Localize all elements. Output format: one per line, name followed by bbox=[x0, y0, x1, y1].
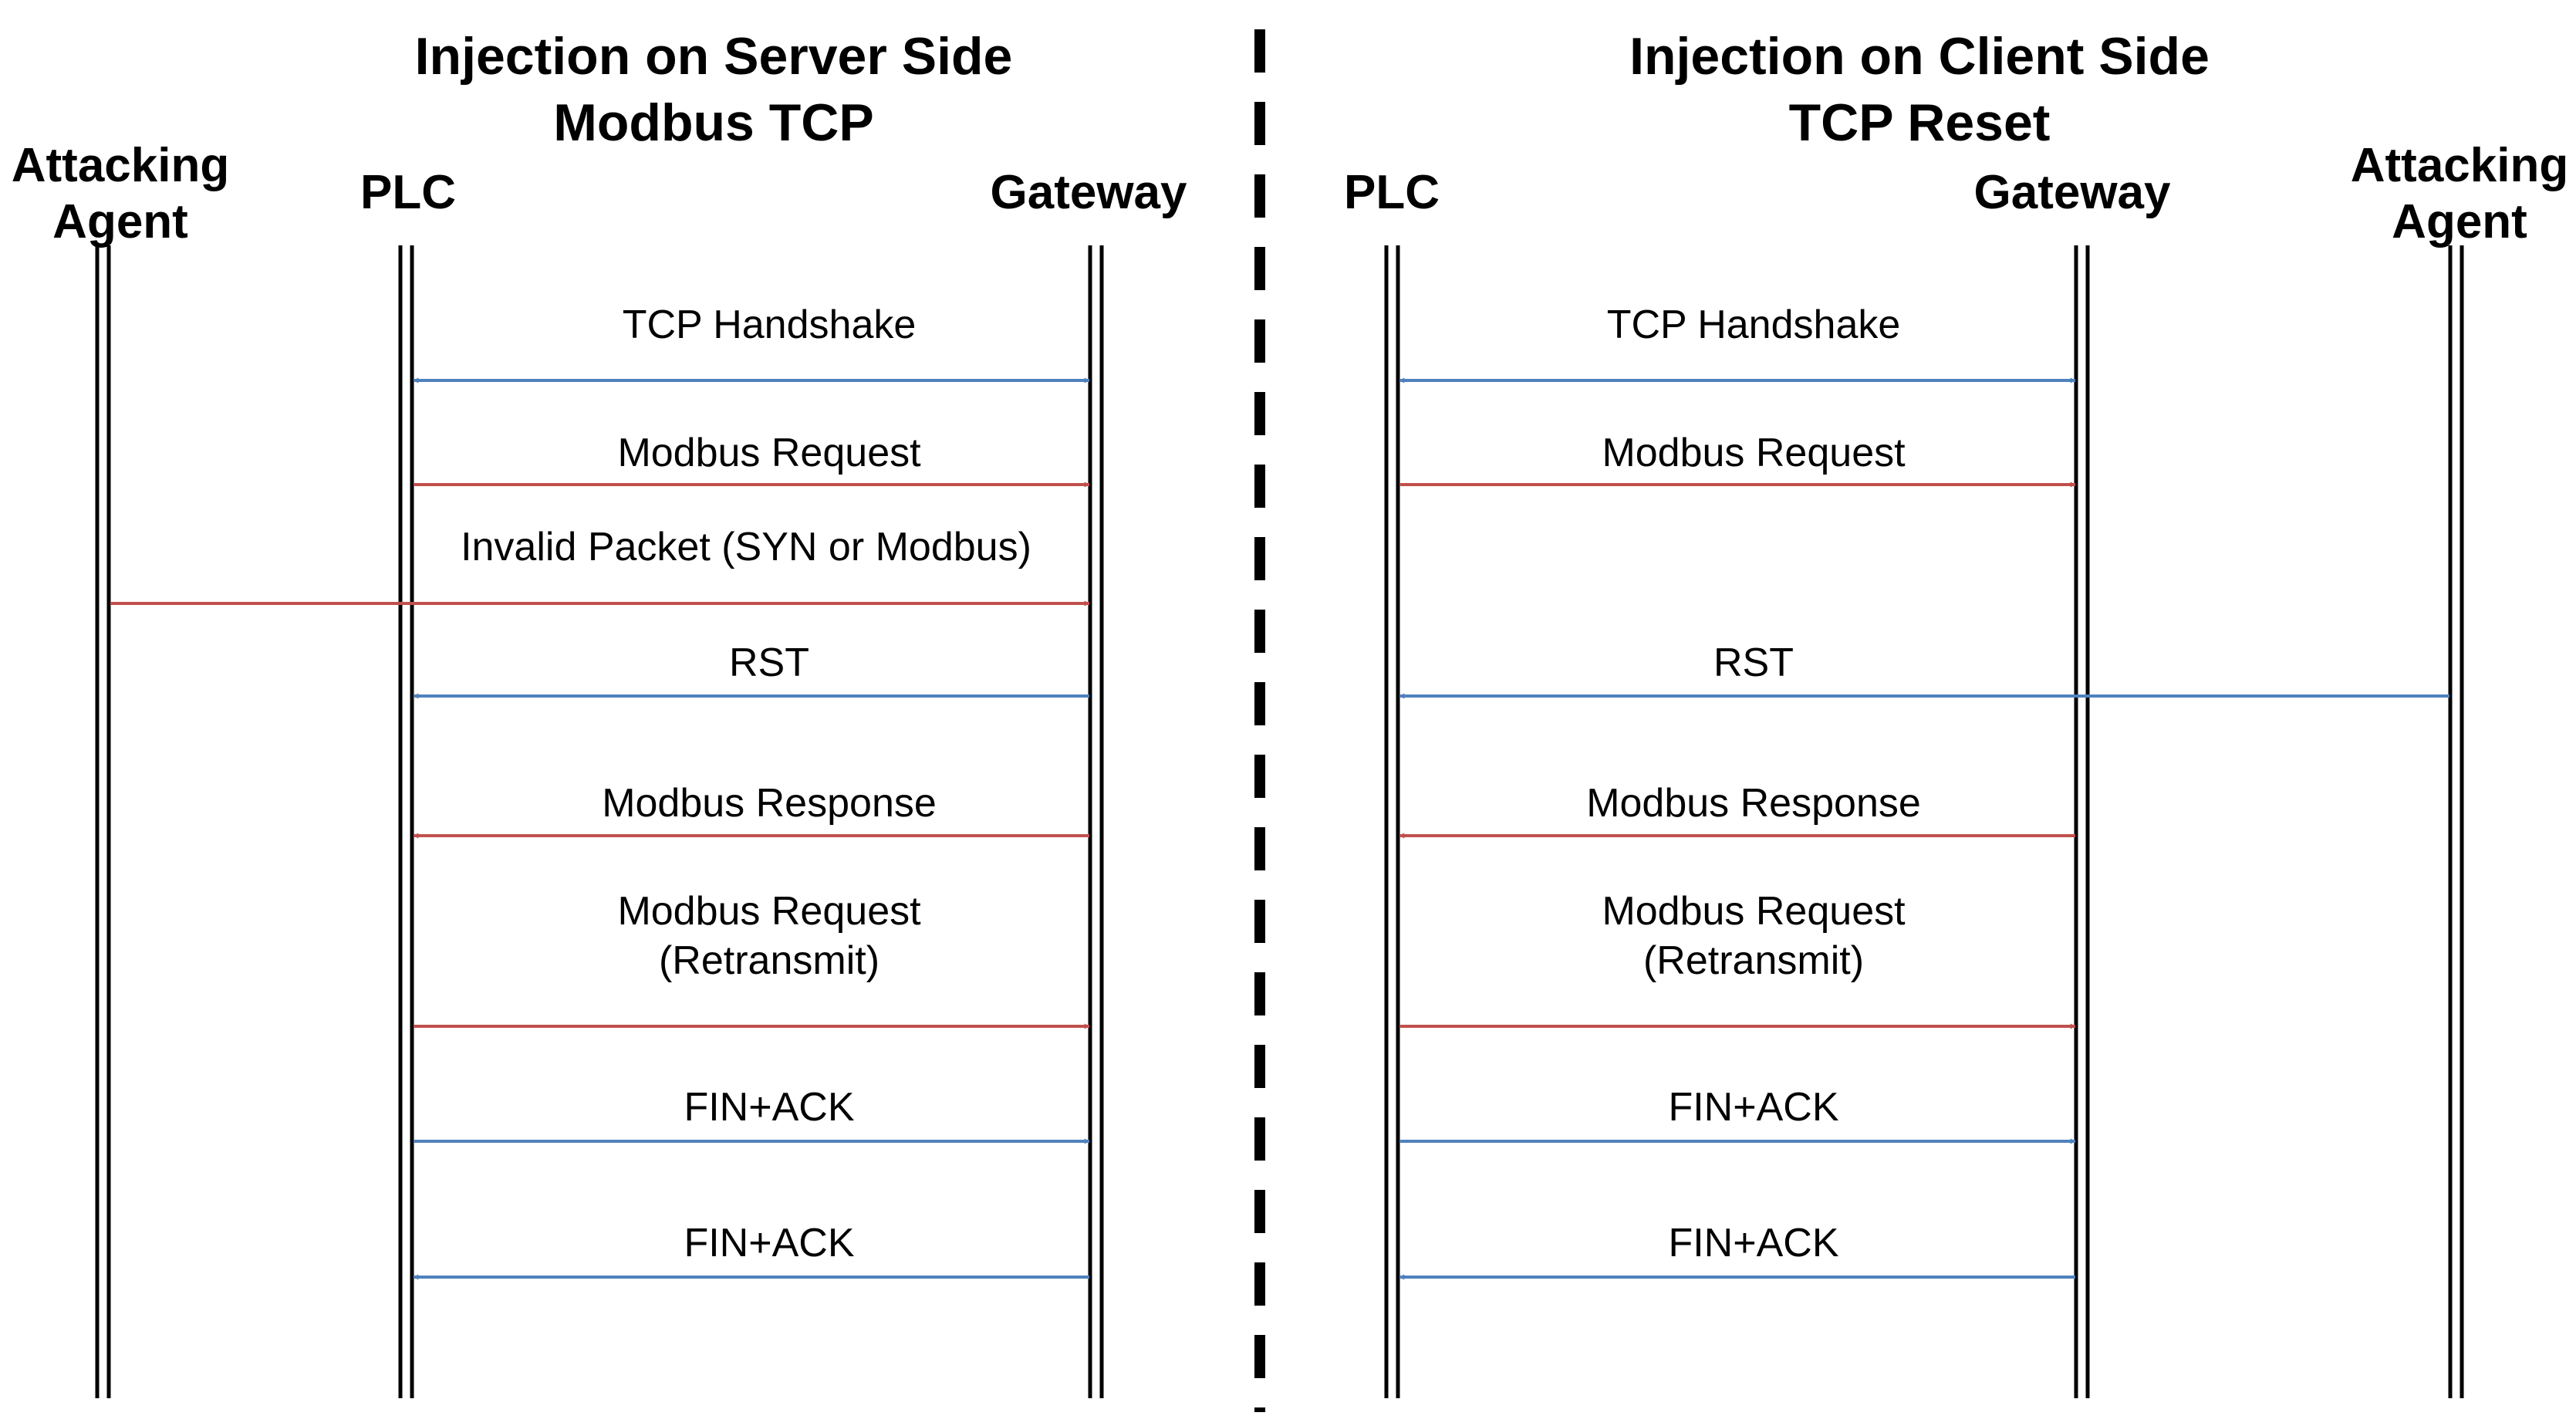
message-label: FIN+ACK bbox=[1668, 1221, 1838, 1265]
right-msg-tcp-handshake: TCP Handshake bbox=[1399, 302, 2076, 384]
message-label: FIN+ACK bbox=[684, 1085, 854, 1130]
right-msg-modbus-request-retransmit: Modbus Request (Retransmit) bbox=[1399, 889, 2076, 1029]
left-msg-fin-ack-1: FIN+ACK bbox=[414, 1085, 1090, 1144]
message-label: FIN+ACK bbox=[684, 1221, 854, 1265]
right-msg-modbus-response: Modbus Response bbox=[1399, 781, 2075, 839]
right-msg-rst: RST bbox=[1399, 640, 2449, 699]
message-label-line1: Modbus Request bbox=[1602, 889, 1906, 934]
left-attacker-label-line1: Attacking bbox=[12, 139, 229, 192]
left-msg-rst: RST bbox=[413, 640, 1089, 699]
right-plc-lifeline bbox=[1384, 245, 1400, 1398]
message-label: Invalid Packet (SYN or Modbus) bbox=[461, 525, 1031, 569]
left-msg-invalid-packet: Invalid Packet (SYN or Modbus) bbox=[110, 525, 1090, 607]
message-label: RST bbox=[729, 640, 809, 685]
left-plc-label: PLC bbox=[360, 166, 456, 219]
message-label: Modbus Request bbox=[1602, 431, 1906, 475]
message-label-line1: Modbus Request bbox=[617, 889, 921, 934]
right-title-line2: TCP Reset bbox=[1789, 93, 2051, 152]
message-label: RST bbox=[1713, 640, 1794, 685]
left-title-line2: Modbus TCP bbox=[553, 93, 874, 152]
message-label-line2: (Retransmit) bbox=[1643, 938, 1864, 983]
left-gateway-lifeline bbox=[1088, 245, 1104, 1398]
message-label: Modbus Response bbox=[1586, 781, 1921, 826]
right-attacker-lifeline bbox=[2448, 245, 2464, 1398]
right-plc-label: PLC bbox=[1344, 166, 1440, 219]
right-msg-modbus-request: Modbus Request bbox=[1399, 431, 2076, 488]
left-msg-modbus-request-retransmit: Modbus Request (Retransmit) bbox=[414, 889, 1090, 1029]
left-plc-lifeline bbox=[398, 245, 414, 1398]
right-gateway-lifeline bbox=[2074, 245, 2090, 1398]
left-gateway-label: Gateway bbox=[990, 166, 1187, 219]
left-attacker-label-line2: Agent bbox=[52, 195, 188, 248]
message-label: TCP Handshake bbox=[1607, 302, 1901, 347]
right-attacker-label-line2: Agent bbox=[2392, 195, 2527, 248]
right-msg-fin-ack-2: FIN+ACK bbox=[1399, 1221, 2075, 1280]
left-msg-fin-ack-2: FIN+ACK bbox=[413, 1221, 1089, 1280]
left-title-line1: Injection on Server Side bbox=[415, 27, 1013, 86]
left-msg-modbus-response: Modbus Response bbox=[413, 781, 1089, 839]
message-label: Modbus Response bbox=[602, 781, 937, 826]
message-label: TCP Handshake bbox=[623, 302, 917, 347]
left-msg-tcp-handshake: TCP Handshake bbox=[413, 302, 1090, 384]
message-label-line2: (Retransmit) bbox=[659, 938, 879, 983]
message-label: FIN+ACK bbox=[1668, 1085, 1838, 1130]
right-attacker-label-line1: Attacking bbox=[2351, 139, 2568, 192]
left-msg-modbus-request: Modbus Request bbox=[414, 431, 1090, 488]
right-gateway-label: Gateway bbox=[1973, 166, 2171, 219]
left-attacker-lifeline bbox=[95, 245, 111, 1398]
right-title-line1: Injection on Client Side bbox=[1629, 27, 2210, 86]
right-msg-fin-ack-1: FIN+ACK bbox=[1399, 1085, 2076, 1144]
message-label: Modbus Request bbox=[617, 431, 921, 475]
